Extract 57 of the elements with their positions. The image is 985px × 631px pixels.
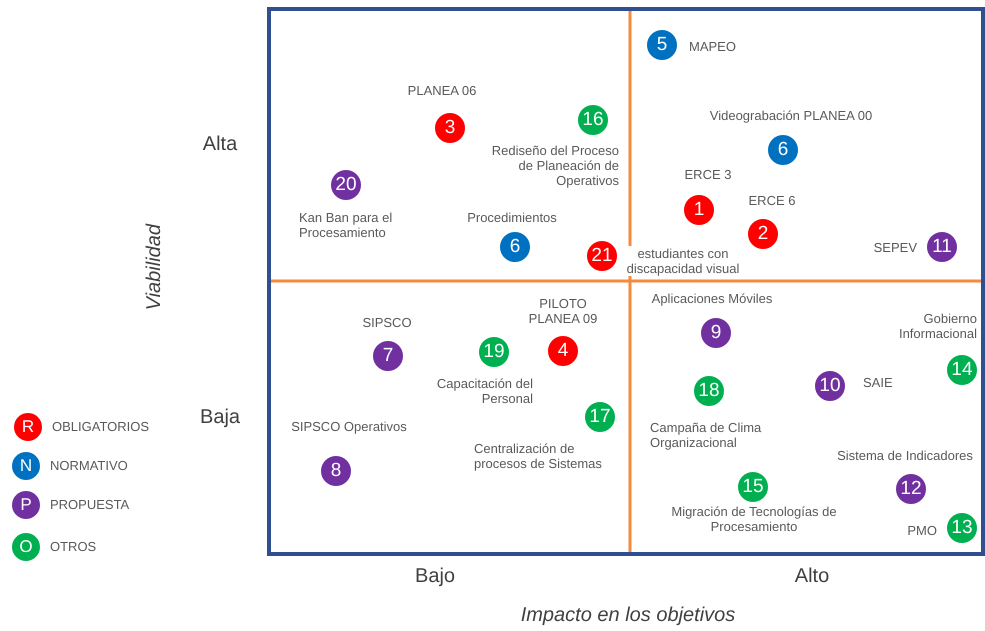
item-label: PMO bbox=[906, 523, 937, 538]
axis-label: Bajo bbox=[414, 565, 456, 588]
item-label: ERCE 6 bbox=[748, 193, 796, 208]
legend-swatch: R bbox=[13, 412, 43, 442]
item-label: Centralización de procesos de Sistemas bbox=[474, 441, 603, 471]
numbered-circle: 13 bbox=[946, 512, 978, 544]
item-label: Procedimientos bbox=[466, 210, 558, 225]
legend-swatch: O bbox=[11, 532, 41, 562]
item-label: SEPEV bbox=[872, 240, 917, 255]
legend-text: OTROS bbox=[50, 539, 96, 554]
item-label: ERCE 3 bbox=[684, 167, 732, 182]
axis-label: Baja bbox=[198, 406, 242, 429]
item-label: MAPEO bbox=[689, 39, 737, 54]
numbered-circle: 6 bbox=[499, 231, 531, 263]
item-label: SIPSCO bbox=[361, 315, 413, 330]
item-label: Campaña de Clima Organizacional bbox=[650, 420, 762, 450]
item-label: SAIE bbox=[863, 375, 894, 390]
numbered-circle: 7 bbox=[372, 340, 404, 372]
legend-text: PROPUESTA bbox=[50, 497, 130, 512]
item-label: Kan Ban para el Procesamiento bbox=[299, 210, 394, 240]
item-label: Sistema de Indicadores bbox=[836, 448, 974, 463]
numbered-circle: 3 bbox=[434, 112, 466, 144]
numbered-circle: 4 bbox=[547, 335, 579, 367]
numbered-circle: 6 bbox=[767, 134, 799, 166]
numbered-circle: 8 bbox=[320, 455, 352, 487]
item-label: PLANEA 06 bbox=[406, 83, 478, 98]
item-label: Rediseño del Proceso de Planeación de Operativos bbox=[490, 143, 619, 188]
numbered-circle: 14 bbox=[946, 354, 978, 386]
item-label: Videograbación PLANEA 00 bbox=[708, 108, 874, 123]
axis-title: Viabilidad bbox=[143, 224, 166, 310]
numbered-circle: 1 bbox=[683, 194, 715, 226]
numbered-circle: 12 bbox=[895, 473, 927, 505]
legend-text: OBLIGATORIOS bbox=[52, 419, 150, 434]
item-label: Capacitación del Personal bbox=[436, 376, 533, 406]
numbered-circle: 20 bbox=[330, 169, 362, 201]
numbered-circle: 2 bbox=[747, 218, 779, 250]
numbered-circle: 16 bbox=[577, 104, 609, 136]
axis-title: Impacto en los objetivos bbox=[520, 604, 736, 627]
numbered-circle: 17 bbox=[584, 401, 616, 433]
item-label: PILOTO PLANEA 09 bbox=[528, 296, 598, 326]
numbered-circle: 5 bbox=[646, 29, 678, 61]
item-label: SIPSCO Operativos bbox=[290, 419, 408, 434]
item-label: Aplicaciones Móviles bbox=[650, 291, 774, 306]
legend-text: NORMATIVO bbox=[50, 458, 128, 473]
item-label: Gobierno Informacional bbox=[898, 311, 977, 341]
item-label: Migración de Tecnologías de Procesamiento bbox=[670, 504, 838, 534]
axis-label: Alto bbox=[794, 565, 830, 588]
numbered-circle: 9 bbox=[700, 317, 732, 349]
legend-swatch: P bbox=[11, 490, 41, 520]
axis-label: Alta bbox=[202, 133, 238, 156]
numbered-circle: 15 bbox=[737, 471, 769, 503]
numbered-circle: 11 bbox=[926, 231, 958, 263]
numbered-circle: 10 bbox=[814, 370, 846, 402]
legend-swatch: N bbox=[11, 451, 41, 481]
numbered-circle: 19 bbox=[478, 336, 510, 368]
numbered-circle: 18 bbox=[693, 375, 725, 407]
numbered-circle: 21 bbox=[586, 240, 618, 272]
